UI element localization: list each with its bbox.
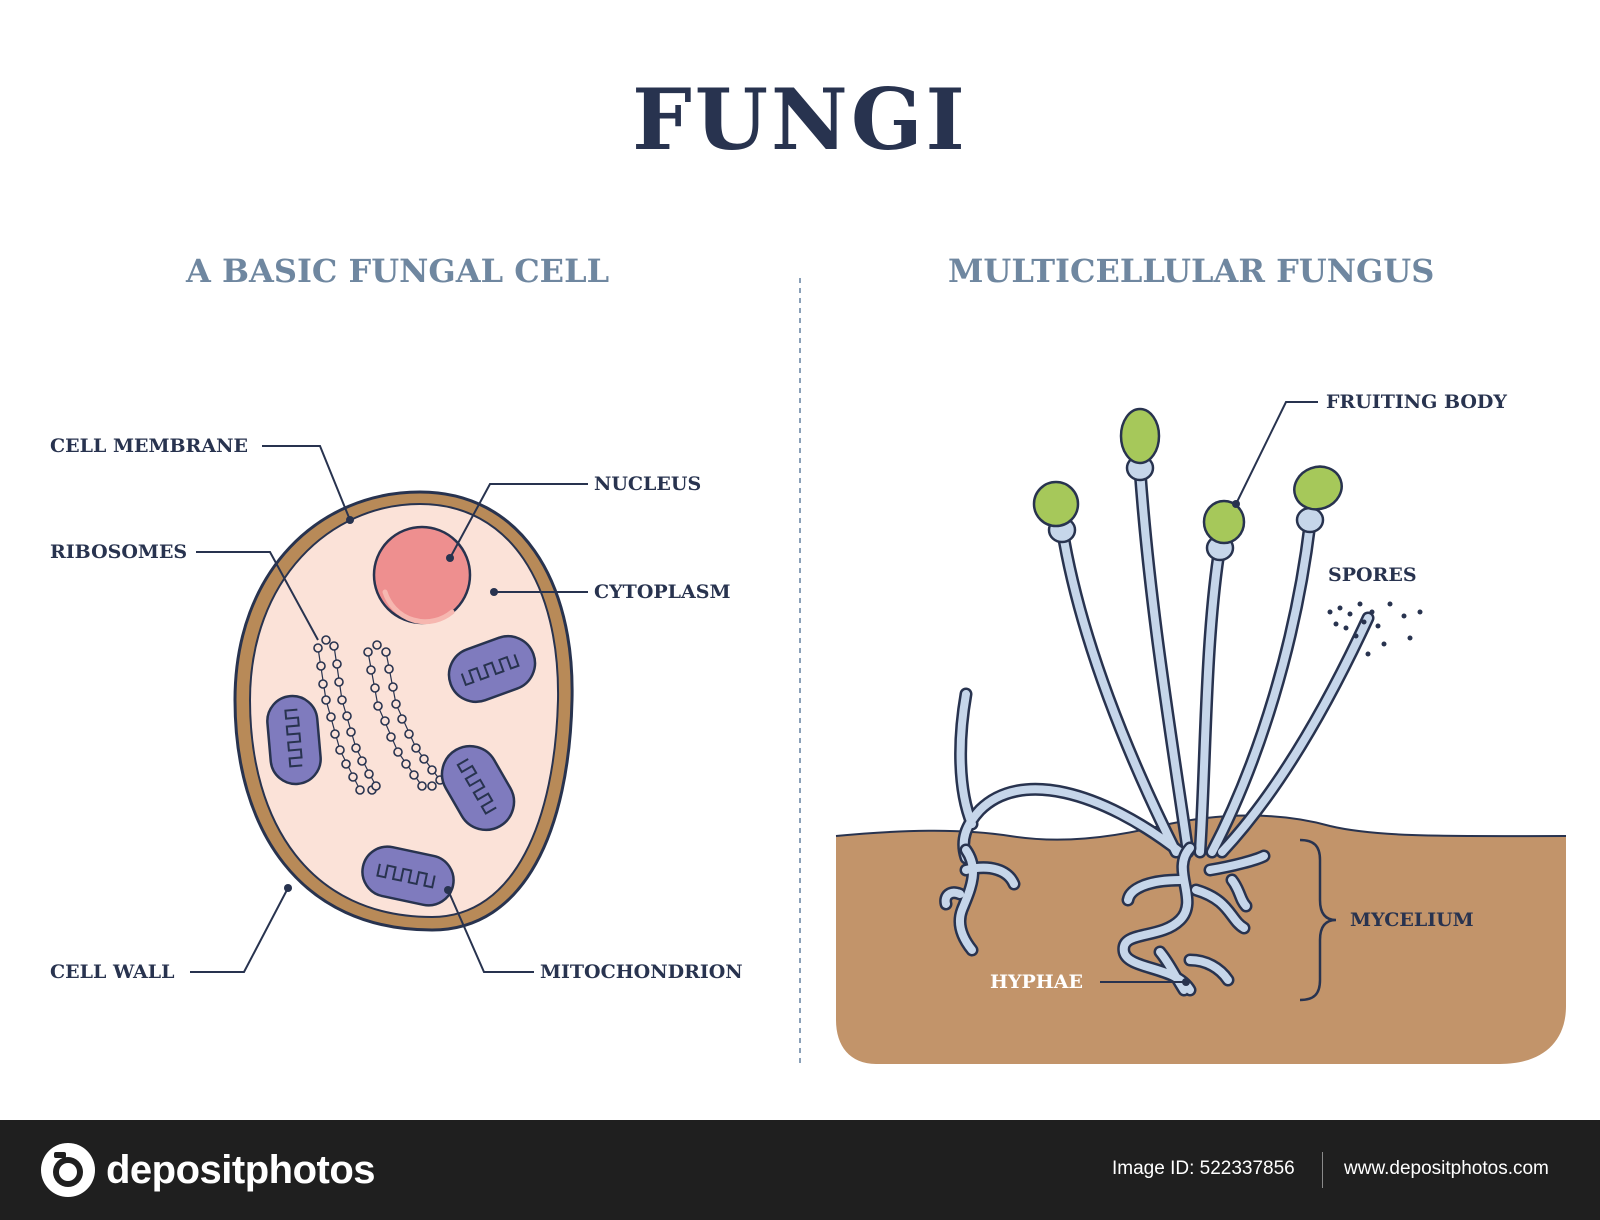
mitochondrion xyxy=(266,694,322,786)
multicellular-fungus-heading: MULTICELLULAR FUNGUS xyxy=(948,252,1435,290)
label-spores: SPORES xyxy=(1328,564,1417,586)
label-ribosomes: RIBOSOMES xyxy=(50,541,188,563)
site-url[interactable]: www.depositphotos.com xyxy=(1344,1158,1549,1179)
label-cell-wall: CELL WALL xyxy=(50,961,175,983)
camera-logo-icon xyxy=(41,1143,95,1197)
hyphae-roots xyxy=(941,844,1268,994)
label-cytoplasm: CYTOPLASM xyxy=(594,581,731,603)
multicellular-fungus xyxy=(835,401,1567,1064)
fungal-cell-heading: A BASIC FUNGAL CELL xyxy=(186,252,610,290)
label-nucleus: NUCLEUS xyxy=(594,473,702,495)
stalk-collars xyxy=(1047,454,1325,562)
fungus-leader-lines xyxy=(1100,401,1318,983)
brand-name: depositphotos xyxy=(106,1147,376,1192)
fungus-leader-dots xyxy=(1182,500,1240,986)
label-hyphae: HYPHAE xyxy=(990,971,1083,993)
fungal-cell xyxy=(190,445,588,973)
label-fruiting-body: FRUITING BODY xyxy=(1326,391,1507,413)
leader-dots xyxy=(284,516,498,894)
brand-logo[interactable]: depositphotos xyxy=(40,1142,376,1198)
spores xyxy=(1327,601,1423,657)
label-mitochondrion: MITOCHONDRION xyxy=(540,961,743,983)
page-title: FUNGI xyxy=(632,70,968,169)
soil xyxy=(836,815,1566,1064)
label-mycelium: MYCELIUM xyxy=(1350,909,1474,931)
footer-divider xyxy=(1322,1152,1323,1188)
image-id: Image ID: 522337856 xyxy=(1112,1158,1295,1179)
label-cell-membrane: CELL MEMBRANE xyxy=(50,435,248,457)
fruiting-body xyxy=(1032,407,1343,545)
cell-leader-lines xyxy=(190,445,588,973)
mitochondrion xyxy=(447,634,537,704)
nucleus xyxy=(372,525,472,625)
mycelium-bracket xyxy=(1299,838,1337,1002)
mitochondrion xyxy=(361,845,455,907)
fungi-diagram xyxy=(190,278,1567,1065)
mitochondrion xyxy=(440,744,516,832)
hyphae-stalks xyxy=(956,466,1372,862)
footer-bar: depositphotos Image ID: 522337856 www.de… xyxy=(0,1120,1600,1220)
